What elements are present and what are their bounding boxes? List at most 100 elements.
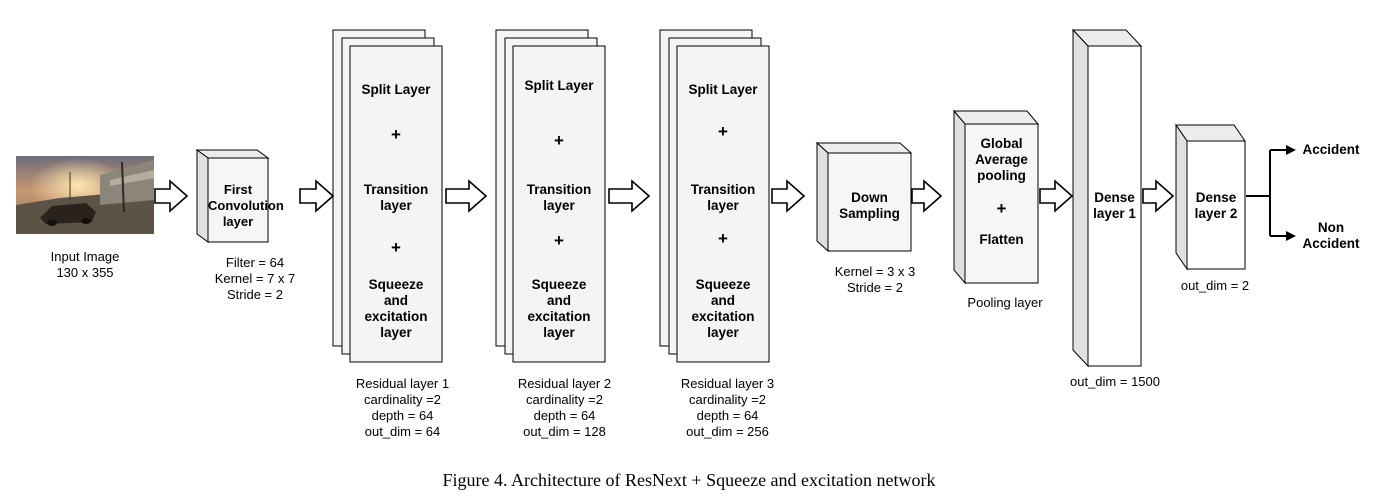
pooling-plus: + [965, 199, 1038, 218]
res3-transition: Transition layer [677, 182, 769, 214]
se-text: and [546, 293, 571, 308]
pooling-caption-text: Pooling layer [967, 295, 1043, 310]
se-text: excitation [691, 309, 755, 324]
split-layer-text: Split Layer [688, 82, 758, 97]
down-sampling-param: Kernel = 3 x 3 [834, 264, 916, 279]
plus-sign: + [391, 238, 401, 257]
non-accident-text: Accident [1302, 236, 1360, 251]
transition-text: Transition [363, 182, 429, 197]
plus-sign: + [718, 122, 728, 141]
res-caption-line: out_dim = 128 [523, 424, 606, 439]
pooling-title: Global Average pooling [965, 136, 1038, 184]
arrow-res3-to-down [771, 179, 806, 213]
first-conv-title: First Convolution layer [208, 182, 284, 230]
arrow-res1-to-res2 [445, 179, 488, 213]
res-caption-line: out_dim = 256 [686, 424, 769, 439]
flow-arrows [154, 179, 1175, 213]
se-text: excitation [364, 309, 428, 324]
figure-caption: Figure 4. Architecture of ResNext + Sque… [442, 470, 936, 490]
res-caption-line: Residual layer 2 [517, 376, 612, 391]
non-accident-text: Non [1317, 220, 1345, 235]
res-caption-line: cardinality =2 [689, 392, 766, 407]
res1-plus-1: + [350, 125, 442, 144]
se-text: Squeeze [368, 277, 424, 292]
down-sampling-title: Down Sampling [828, 190, 911, 222]
arrowhead-accident [1286, 145, 1296, 155]
transition-text: Transition [690, 182, 756, 197]
se-text: excitation [527, 309, 591, 324]
res2-transition: Transition layer [513, 182, 605, 214]
down-sampling-box [815, 141, 913, 253]
split-layer-text: Split Layer [361, 82, 431, 97]
se-text: and [710, 293, 735, 308]
res1-plus-2: + [350, 238, 442, 257]
split-layer-text: Split Layer [524, 78, 594, 93]
res2-plus-2: + [513, 231, 605, 250]
transition-text: Transition [526, 182, 592, 197]
arrow-down-to-pool [911, 179, 943, 213]
pooling-line: Global [980, 136, 1023, 151]
res3-plus-2: + [677, 230, 769, 247]
dense1-box [1071, 28, 1143, 368]
arrow-conv-to-res1 [299, 179, 335, 213]
res1-caption: Residual layer 1 cardinality =2 depth = … [335, 376, 470, 440]
arrow-dense1-to-dense2 [1142, 179, 1175, 213]
se-text: Squeeze [695, 277, 751, 292]
dense2-caption-text: out_dim = 2 [1180, 278, 1250, 293]
res-caption-line: cardinality =2 [364, 392, 441, 407]
res-caption-line: depth = 64 [371, 408, 434, 423]
se-text: layer [707, 325, 739, 340]
res1-se: Squeeze and excitation layer [350, 277, 442, 341]
plus-sign: + [554, 131, 564, 150]
first-conv-box [195, 149, 270, 243]
se-text: and [383, 293, 408, 308]
res2-caption: Residual layer 2 cardinality =2 depth = … [497, 376, 632, 440]
input-label: Input Image 130 x 355 [30, 249, 140, 281]
plus-sign: + [391, 125, 401, 144]
first-conv-params: Filter = 64 Kernel = 7 x 7 Stride = 2 [195, 255, 315, 303]
input-label-text: Input Image [50, 249, 120, 264]
dense2-box [1175, 123, 1246, 271]
dense1-caption-text: out_dim = 1500 [1070, 374, 1160, 389]
first-conv-param: Kernel = 7 x 7 [214, 271, 296, 286]
pooling-caption: Pooling layer [945, 295, 1065, 311]
pooling-line: Average [975, 152, 1028, 167]
input-size-text: 130 x 355 [56, 265, 114, 280]
first-conv-title-line: Convolution [208, 198, 284, 213]
dense1-line: Dense [1094, 190, 1135, 205]
flatten-text: Flatten [979, 232, 1024, 247]
se-text: layer [543, 325, 575, 340]
arrow-pool-to-dense1 [1039, 179, 1074, 213]
res1-split: Split Layer [350, 82, 442, 98]
res3-plus-1: + [677, 122, 769, 141]
first-conv-title-line: First [223, 182, 253, 197]
dense1-line: layer 1 [1093, 206, 1136, 221]
res-caption-line: cardinality =2 [526, 392, 603, 407]
res-caption-line: Residual layer 3 [680, 376, 775, 391]
res-caption-line: Residual layer 1 [355, 376, 450, 391]
se-text: Squeeze [531, 277, 587, 292]
res3-se: Squeeze and excitation layer [677, 277, 769, 341]
plus-sign: + [554, 231, 564, 250]
res-caption-line: out_dim = 64 [364, 424, 441, 439]
plus-sign: + [996, 199, 1007, 218]
pooling-box [952, 109, 1040, 285]
transition-text: layer [707, 198, 739, 213]
pooling-line: pooling [977, 168, 1026, 183]
res2-se: Squeeze and excitation layer [513, 277, 605, 341]
dense2-caption: out_dim = 2 [1160, 278, 1270, 294]
residual-stack-2 [495, 29, 606, 363]
dense1-title: Dense layer 1 [1088, 190, 1141, 222]
first-conv-param: Stride = 2 [226, 287, 283, 302]
res-caption-line: depth = 64 [533, 408, 596, 423]
arrow-input-to-conv [154, 179, 189, 213]
se-text: layer [380, 325, 412, 340]
output-non-accident: Non Accident [1296, 220, 1366, 252]
res2-plus-1: + [513, 131, 605, 150]
output-branches [1246, 149, 1290, 237]
pooling-flatten: Flatten [965, 232, 1038, 248]
arrowhead-non-accident [1286, 231, 1296, 241]
dense2-line: Dense [1195, 190, 1237, 205]
res2-split: Split Layer [513, 78, 605, 94]
